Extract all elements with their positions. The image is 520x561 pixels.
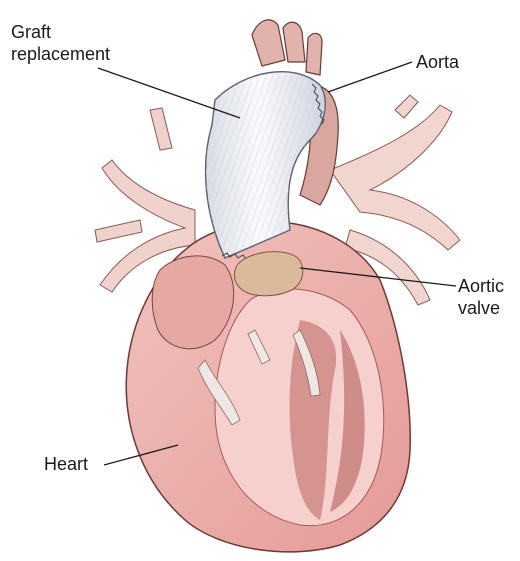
aortic-valve <box>234 252 302 296</box>
leader-aorta <box>328 62 412 92</box>
label-valve-line2: valve <box>458 297 504 319</box>
label-heart: Heart <box>44 453 88 475</box>
label-graft-line2: replacement <box>11 43 110 65</box>
label-graft-line1: Graft <box>11 21 110 43</box>
label-valve-line1: Aortic <box>458 275 504 297</box>
great-vessels <box>252 20 322 75</box>
leader-graft <box>98 68 240 118</box>
label-aorta: Aorta <box>416 51 459 73</box>
label-graft-replacement: Graft replacement <box>11 21 110 65</box>
label-aortic-valve: Aortic valve <box>458 275 504 319</box>
